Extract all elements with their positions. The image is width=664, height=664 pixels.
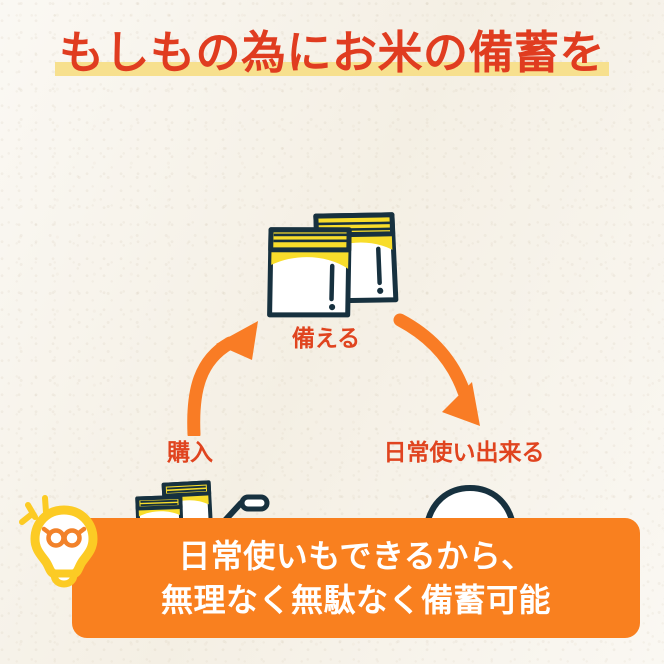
lightbulb-icon [14,492,102,588]
cycle-label-sonaeru: 備える [291,326,361,352]
cycle-diagram: 備える 日常使い出来る [0,100,664,600]
title-text: もしもの為にお米の備蓄を [58,26,605,79]
banner-line-2: 無理なく無駄なく備蓄可能 [160,581,551,619]
cycle-label-kounyu: 購入 [167,440,213,466]
rice-bags-icon [262,208,408,320]
curved-arrow-down-right-icon [392,312,510,430]
title-highlight-band [54,62,609,76]
summary-banner: 日常使いもできるから、 無理なく無駄なく備蓄可能 [72,518,640,638]
curved-arrow-up-right-icon [186,312,304,441]
cycle-label-nichijo: 日常使い出来る [383,440,545,466]
banner-line-1: 日常使いもできるから、 [178,537,534,575]
page-title: もしもの為にお米の備蓄を [0,24,664,82]
title-inner: もしもの為にお米の備蓄を [53,24,611,82]
